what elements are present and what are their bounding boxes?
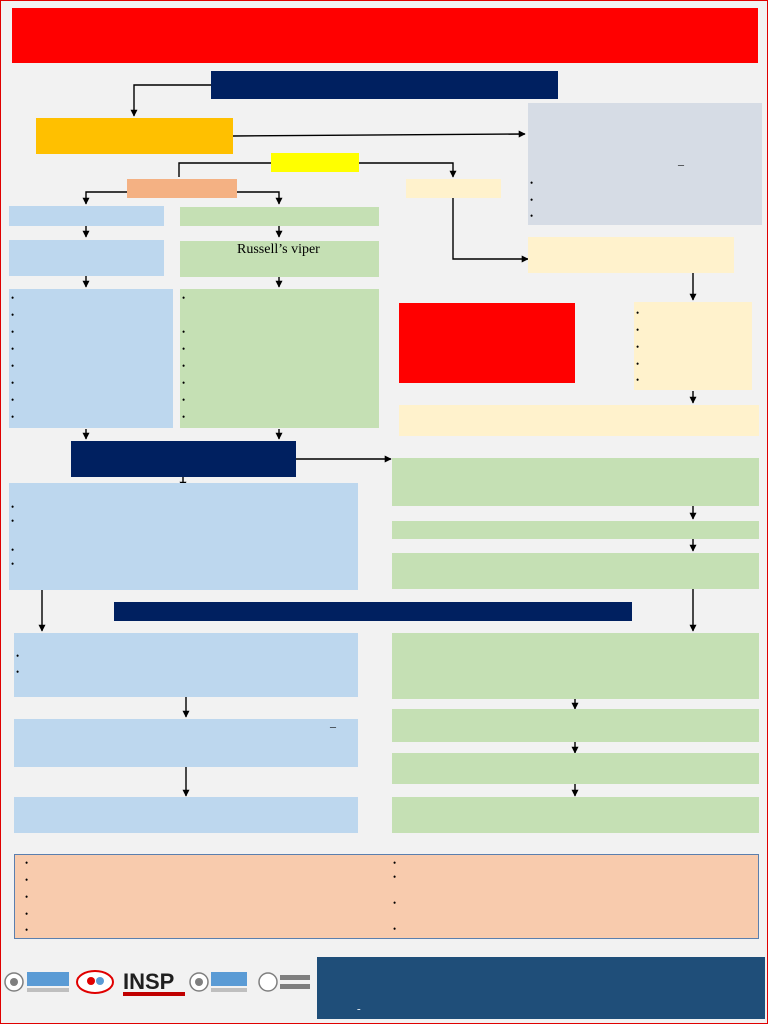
repeat-test-box: [392, 521, 759, 539]
bullet: •: [25, 875, 29, 885]
bullet: •: [530, 178, 534, 188]
bullet: •: [393, 872, 397, 882]
bullet: •: [16, 667, 20, 677]
repeat-dose-box: [392, 553, 759, 589]
bullet: •: [393, 924, 397, 934]
bullet: •: [636, 325, 640, 335]
neurotoxic-symptoms: • • • • • • • •: [9, 289, 173, 428]
bullet: •: [11, 516, 15, 526]
russells-viper-label: Russell’s viper: [237, 242, 320, 257]
discharge-box: [399, 405, 759, 436]
neurotoxic-header: [9, 206, 164, 226]
bullet: •: [25, 858, 29, 868]
bullet: •: [25, 909, 29, 919]
hemo-step-3: [392, 797, 759, 833]
follow-up-header: [114, 602, 632, 621]
general-measures-box: – • • •: [528, 103, 762, 225]
icmr-rmrcbb-logo: [189, 972, 247, 992]
icmr-nirrch-logo: [4, 972, 69, 992]
wbct-box: [392, 458, 759, 506]
hemotoxic-header: [180, 207, 379, 226]
triage-header: [211, 71, 558, 99]
logos-svg: INSP: [4, 969, 310, 996]
footer-box: -: [317, 957, 765, 1019]
bullet: •: [16, 651, 20, 661]
bullet: •: [182, 395, 186, 405]
bullet: •: [636, 308, 640, 318]
snakebite-case-box: [36, 118, 233, 154]
warning-box: [399, 303, 575, 383]
bullet: •: [11, 412, 15, 422]
logo-row: INSP: [3, 967, 313, 997]
dash-mark: –: [330, 719, 336, 733]
neuro-followup-box: • •: [14, 633, 358, 697]
bullet: •: [182, 293, 186, 303]
hemo-step-1: [392, 709, 759, 742]
bullet: •: [530, 195, 534, 205]
asv-dosage-box: • • • •: [9, 483, 358, 590]
bullet: •: [393, 858, 397, 868]
bullet: •: [530, 211, 534, 221]
bullet: •: [11, 545, 15, 555]
bullet: •: [11, 310, 15, 320]
insp-text: INSP: [123, 969, 174, 994]
bullet: •: [182, 327, 186, 337]
bullet: •: [393, 898, 397, 908]
venomous-bite-box: [127, 179, 237, 198]
notes-box: • • • • • • • • •: [14, 854, 759, 939]
hemo-step-2: [392, 753, 759, 784]
bite-type-box: [271, 153, 359, 172]
asv-header: [71, 441, 296, 477]
nirrch-emblem-logo: [76, 970, 114, 994]
bullet: •: [11, 559, 15, 569]
hemotoxic-symptoms: • • • • • • •: [180, 289, 379, 428]
bullet: •: [11, 378, 15, 388]
hemo-followup-box: [392, 633, 759, 699]
bullet: •: [11, 502, 15, 512]
observation-box: • • • • •: [634, 302, 752, 390]
ventilation-box: [14, 797, 358, 833]
title-bar: [12, 8, 758, 63]
neostigmine-box: –: [14, 719, 358, 767]
bullet: •: [636, 342, 640, 352]
bullet: •: [182, 344, 186, 354]
bullet: •: [636, 375, 640, 385]
bullet: •: [11, 361, 15, 371]
bullet: •: [182, 412, 186, 422]
non-venomous-bite-box: [406, 179, 501, 198]
hemotoxic-species: Russell’s viper: [180, 241, 379, 277]
insp-logo: INSP: [123, 969, 185, 996]
bullet: •: [25, 925, 29, 935]
state-emblem-logo: [258, 972, 310, 992]
non-venomous-care-box: [528, 237, 734, 273]
bullet: •: [182, 378, 186, 388]
bullet: •: [182, 361, 186, 371]
bullet: •: [11, 327, 15, 337]
bullet: •: [25, 892, 29, 902]
dash-mark: -: [357, 1003, 361, 1015]
dash-mark: –: [678, 157, 684, 171]
bullet: •: [636, 359, 640, 369]
bullet: •: [11, 293, 15, 303]
bullet: •: [11, 395, 15, 405]
neurotoxic-species: [9, 240, 164, 276]
bullet: •: [11, 344, 15, 354]
